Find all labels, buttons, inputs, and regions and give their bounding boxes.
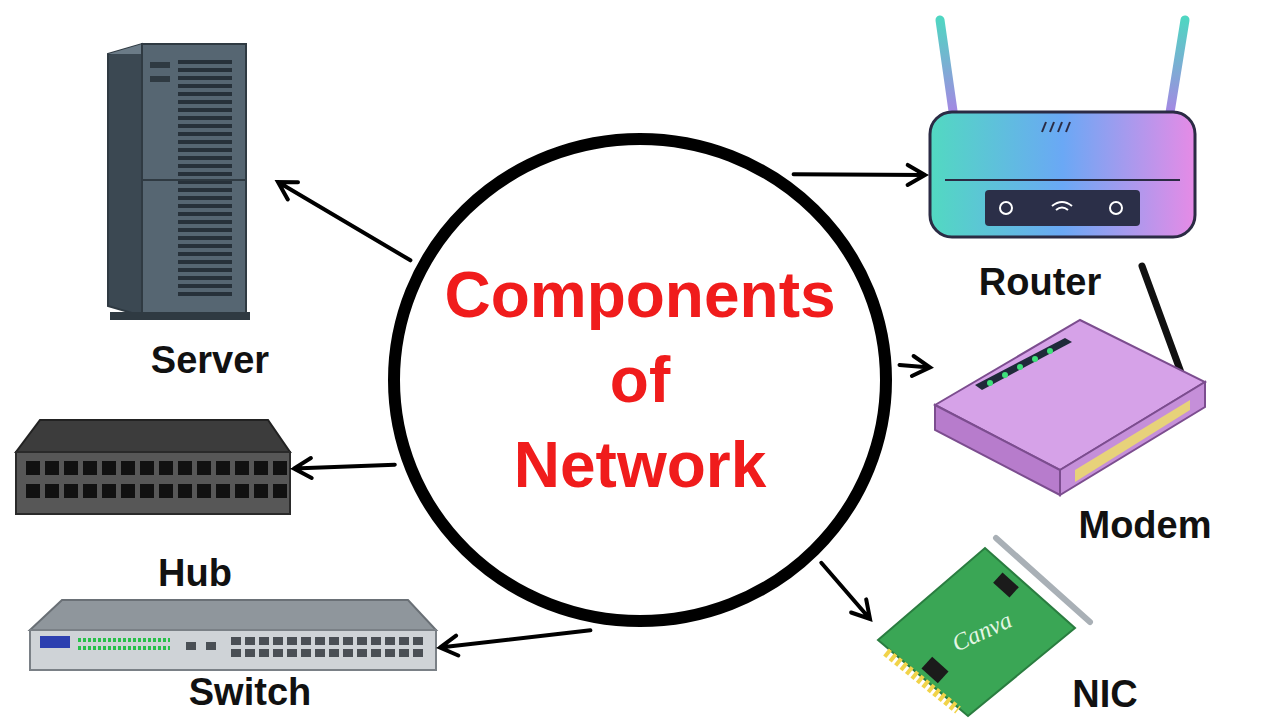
connector-arrow [900, 356, 931, 376]
device-label: Hub [158, 553, 232, 595]
device-node: Hub [12, 415, 294, 600]
circle-title: Components of Network [440, 253, 840, 508]
center-circle: Components of Network [388, 133, 892, 627]
device-label: NIC [1072, 674, 1137, 716]
hub-illustration [16, 420, 290, 514]
connector-arrow [794, 165, 925, 185]
device-label: Modem [1079, 505, 1212, 547]
device-label: Router [979, 262, 1101, 304]
server-illustration [108, 44, 250, 320]
connector-arrow [294, 458, 395, 478]
nic-illustration [878, 538, 1090, 716]
switch-illustration [30, 600, 436, 670]
device-node: Server [100, 35, 278, 385]
device-node: Router [925, 10, 1205, 302]
device-label: Server [151, 340, 269, 382]
circle-border [394, 139, 886, 621]
connector-arrow [440, 630, 590, 655]
device-node: Modem [930, 262, 1210, 547]
device-node: Switch [25, 598, 440, 716]
device-label: Switch [189, 672, 311, 714]
connector-arrow [278, 182, 410, 260]
router-illustration [930, 20, 1195, 237]
connector-arrow [821, 563, 870, 619]
